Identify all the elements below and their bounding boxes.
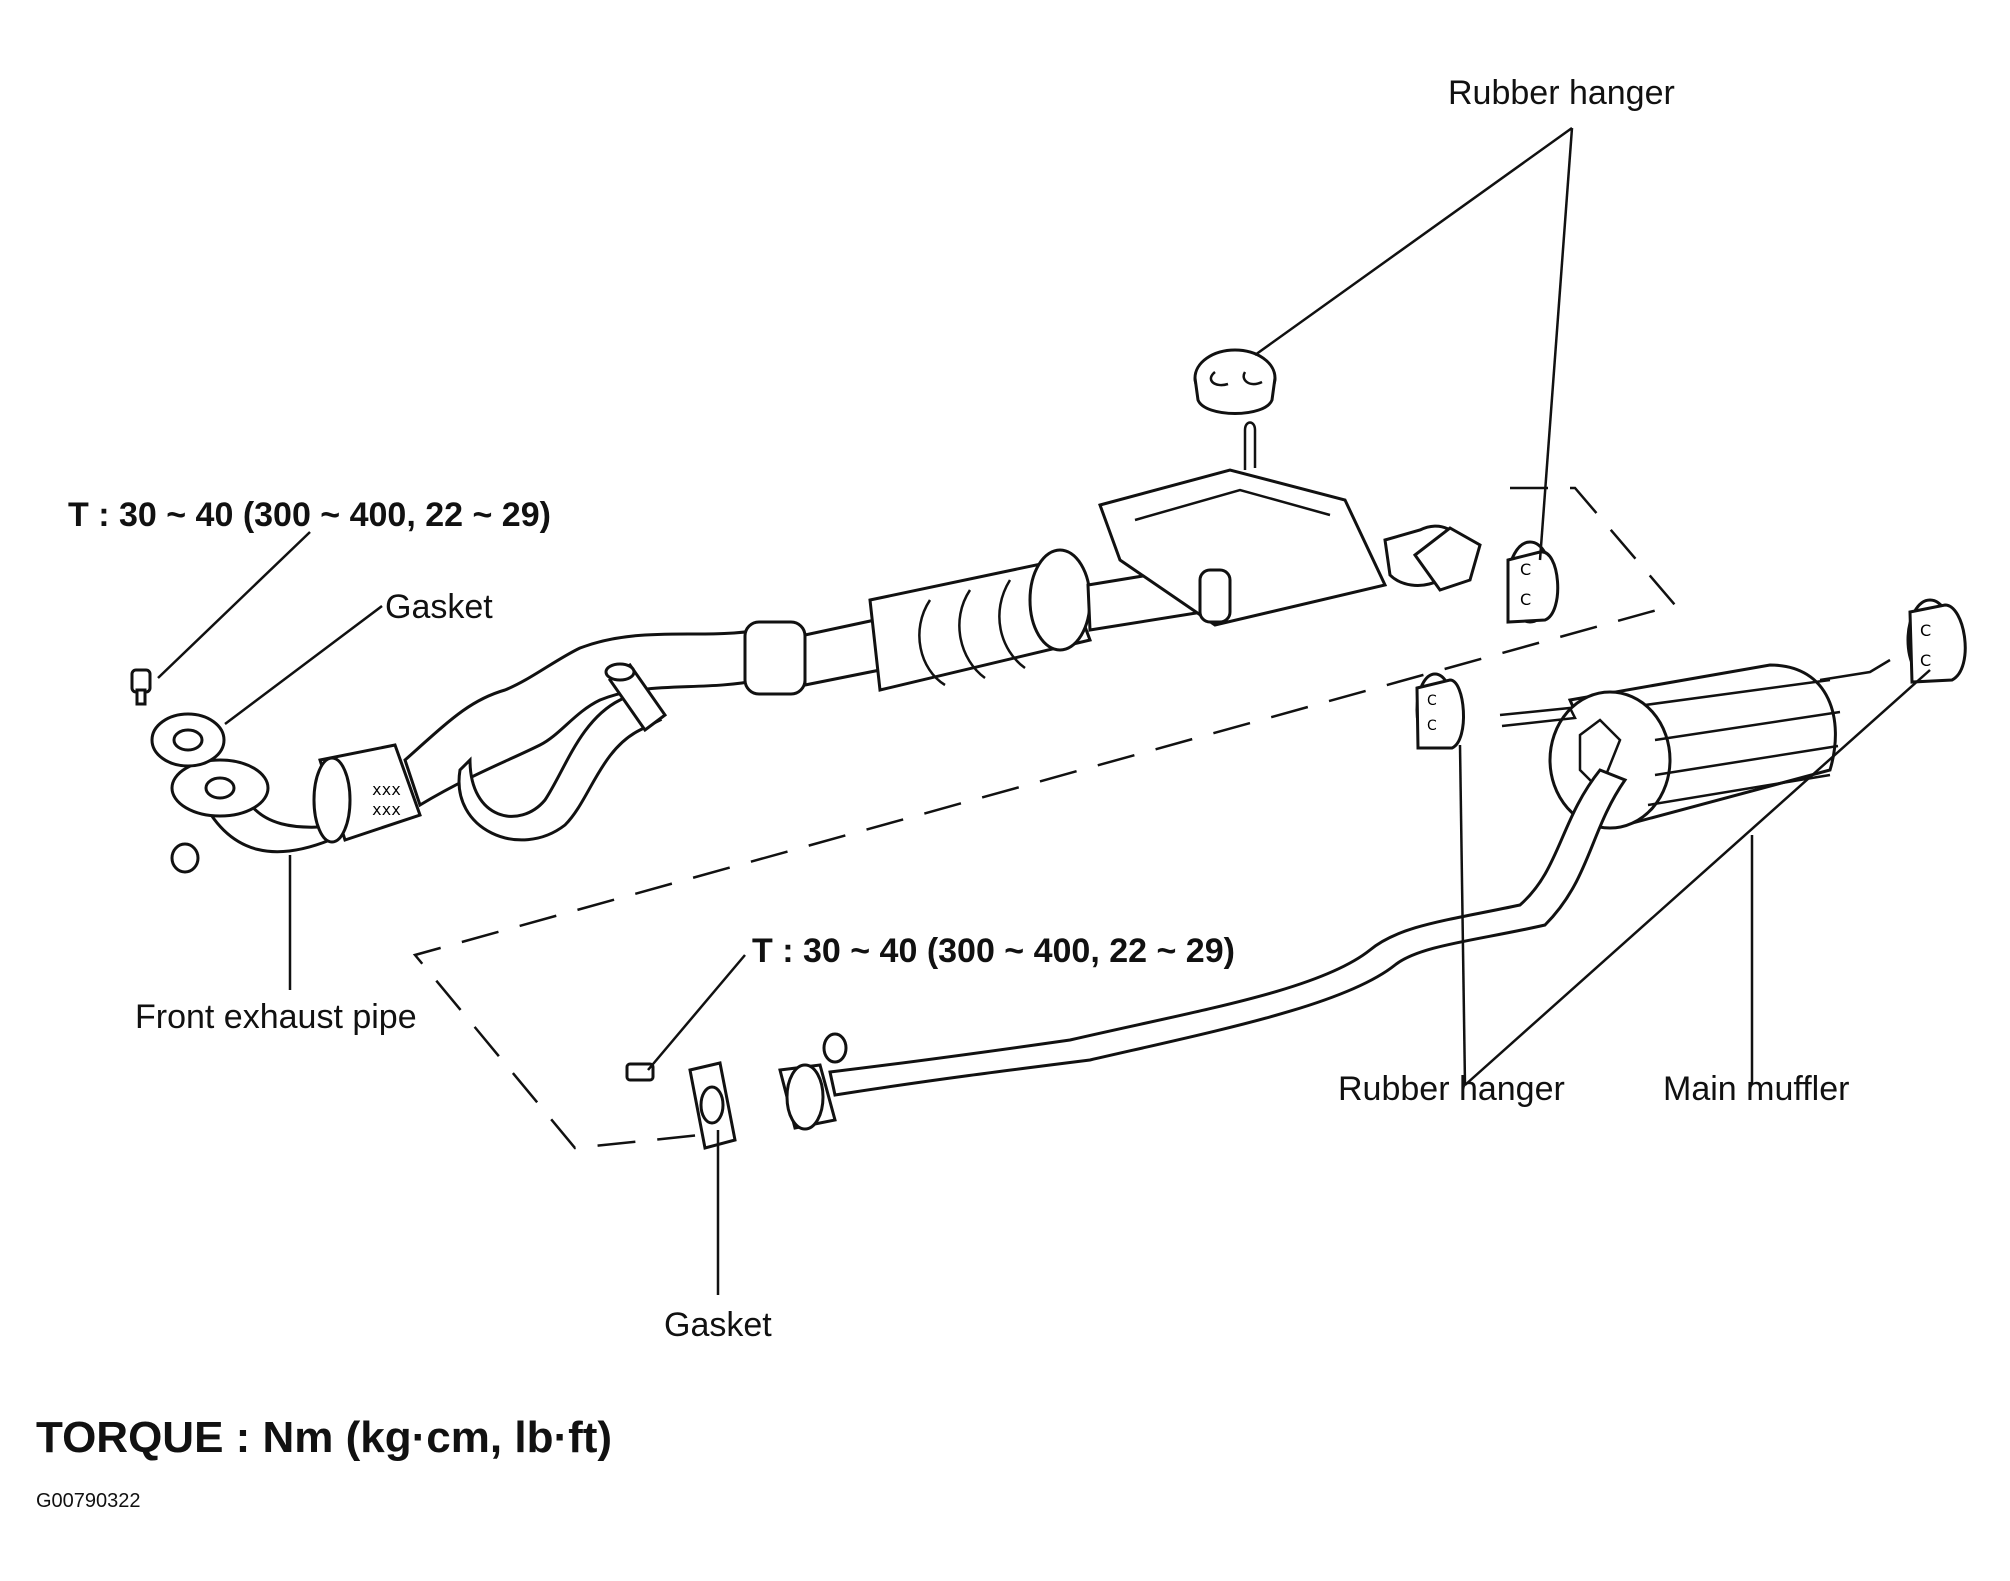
svg-text:C: C	[1920, 651, 1931, 670]
front-bolt	[130, 668, 152, 706]
rear-bolt	[625, 1062, 655, 1082]
rear-nut	[822, 1032, 848, 1064]
rubber-hanger-top	[1193, 348, 1277, 415]
front-exhaust-pipe: xxx xxx	[170, 618, 882, 854]
svg-text:C: C	[1920, 621, 1931, 640]
label-gasket-rear: Gasket	[664, 1306, 772, 1344]
svg-text:xxx: xxx	[372, 800, 401, 819]
svg-text:C: C	[1427, 693, 1437, 709]
svg-text:C: C	[1520, 590, 1531, 609]
label-rubber-hanger-bottom: Rubber hanger	[1338, 1070, 1565, 1108]
front-gasket-part	[150, 712, 226, 768]
label-torque-front: T : 30 ~ 40 (300 ~ 400, 22 ~ 29)	[68, 496, 551, 534]
rear-tail-pipe	[778, 768, 1628, 1131]
front-nut	[170, 842, 200, 874]
center-muffler	[1098, 421, 1482, 627]
main-muffler	[1499, 658, 1891, 830]
rubber-hanger-rear-left: C C	[1415, 672, 1465, 750]
label-front-exhaust-pipe: Front exhaust pipe	[135, 998, 417, 1036]
rubber-hanger-rear-right: C C	[1906, 598, 1967, 684]
label-rubber-hanger-top: Rubber hanger	[1448, 74, 1675, 112]
torque-units-legend: TORQUE : Nm (kg·cm, lb·ft)	[36, 1413, 613, 1462]
assembly-dash-lines	[412, 486, 1678, 1150]
label-main-muffler: Main muffler	[1663, 1070, 1850, 1108]
rubber-hanger-right-upper: C C	[1506, 540, 1560, 624]
figure-id: G00790322	[36, 1490, 141, 1512]
svg-text:xxx: xxx	[372, 780, 401, 799]
svg-text:C: C	[1520, 560, 1531, 579]
svg-text:C: C	[1427, 718, 1437, 734]
label-torque-rear: T : 30 ~ 40 (300 ~ 400, 22 ~ 29)	[752, 932, 1235, 970]
leader-lines	[157, 126, 1931, 1295]
label-gasket-front: Gasket	[385, 588, 493, 626]
rear-gasket-part	[688, 1061, 737, 1150]
